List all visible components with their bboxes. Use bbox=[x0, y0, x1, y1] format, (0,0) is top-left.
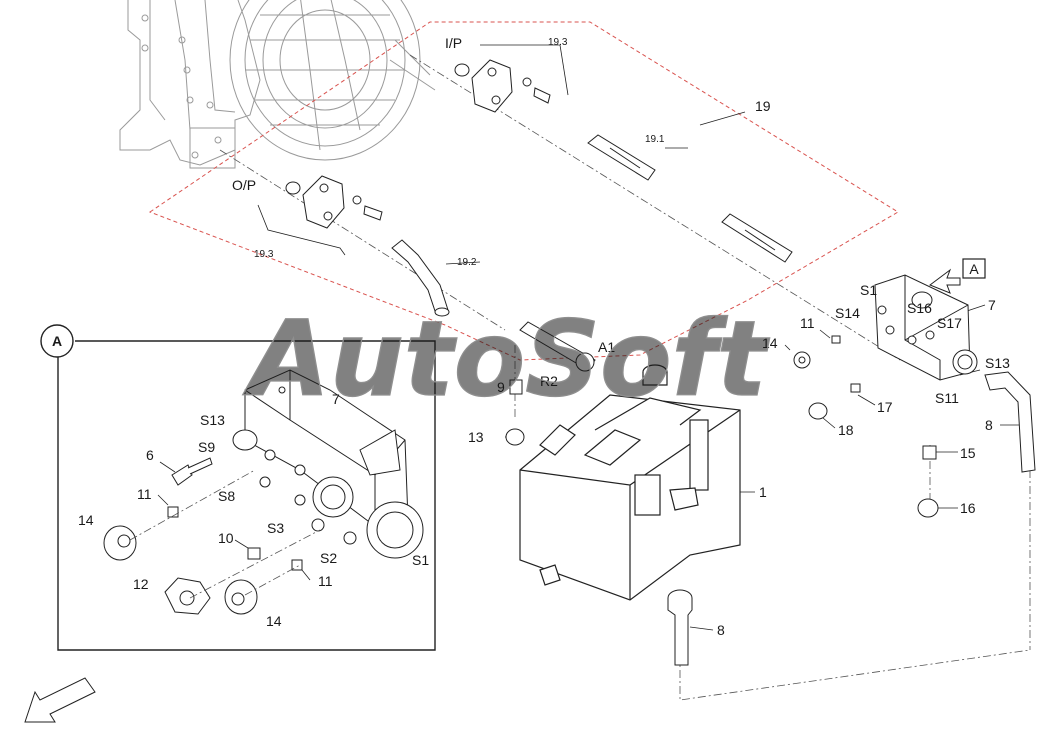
detail-label-s2: S2 bbox=[320, 550, 337, 566]
detail-label-11b: 11 bbox=[318, 573, 333, 589]
label-15-right: 15 bbox=[960, 445, 976, 461]
detail-view-a: A bbox=[40, 324, 436, 651]
view-a-box: A bbox=[962, 258, 986, 279]
plug-10 bbox=[247, 547, 261, 560]
plug-11-detail-a bbox=[167, 506, 179, 518]
part-labels: I/P O/P 19 19.1 19.2 19.3 19.3 A1 R2 9 1… bbox=[78, 35, 1010, 638]
label-19-1: 19.1 bbox=[645, 134, 665, 145]
pipe-a1 bbox=[519, 321, 596, 372]
detail-leader-lines bbox=[157, 461, 311, 581]
pipe-19-2 bbox=[391, 239, 450, 317]
label-13: 13 bbox=[468, 429, 484, 445]
detail-label-10: 10 bbox=[218, 530, 234, 546]
label-19-3-bottom: 19.3 bbox=[254, 249, 274, 260]
label-19-2: 19.2 bbox=[457, 257, 477, 268]
nut-14-detail-a bbox=[103, 525, 137, 561]
label-17-right: 17 bbox=[877, 399, 893, 415]
direction-arrow bbox=[24, 677, 96, 723]
valve-block-detail bbox=[232, 369, 424, 559]
detail-label-14a: 14 bbox=[78, 512, 94, 528]
detail-callout-a: A bbox=[52, 333, 62, 349]
hydraulic-tank bbox=[519, 364, 741, 601]
detail-label-s9: S9 bbox=[198, 439, 215, 455]
valve-block-right bbox=[874, 274, 978, 381]
label-7-right: 7 bbox=[988, 297, 996, 313]
label-a1: A1 bbox=[598, 339, 615, 355]
label-8-right: 8 bbox=[985, 417, 993, 433]
flange-top bbox=[454, 59, 551, 113]
detail-label-s13: S13 bbox=[200, 412, 225, 428]
view-a-arrow bbox=[928, 268, 961, 294]
plug-17 bbox=[850, 383, 861, 393]
plug-11-detail-b bbox=[291, 559, 303, 571]
label-8-bottom: 8 bbox=[717, 622, 725, 638]
detail-label-6: 6 bbox=[146, 447, 154, 463]
label-19: 19 bbox=[755, 98, 771, 114]
watermark: AutoSoft bbox=[242, 298, 769, 420]
fitting-15 bbox=[922, 445, 937, 460]
detail-label-12: 12 bbox=[133, 576, 149, 592]
label-s1-right: S1 bbox=[860, 282, 877, 298]
nut-14-detail-b bbox=[224, 579, 258, 615]
label-s11-right: S11 bbox=[935, 390, 959, 406]
bolt-6 bbox=[171, 457, 213, 486]
assembly-19-group-outline bbox=[148, 21, 899, 361]
part-9 bbox=[509, 379, 523, 395]
detail-label-7: 7 bbox=[332, 391, 340, 407]
label-16-right: 16 bbox=[960, 500, 976, 516]
detail-label-s1: S1 bbox=[412, 552, 429, 568]
label-9: 9 bbox=[497, 379, 505, 395]
hose-8-right bbox=[984, 371, 1036, 473]
label-i-p: I/P bbox=[445, 35, 462, 51]
detail-label-s3: S3 bbox=[267, 520, 284, 536]
label-1: 1 bbox=[759, 484, 767, 500]
cap-18 bbox=[808, 402, 828, 420]
background-frame-fan bbox=[119, 0, 436, 169]
label-14-right: 14 bbox=[762, 335, 778, 351]
label-s14-right: S14 bbox=[835, 305, 860, 321]
view-a-box-label: A bbox=[969, 261, 979, 277]
detail-label-s8: S8 bbox=[218, 488, 235, 504]
detail-label-14b: 14 bbox=[266, 613, 282, 629]
pipe-long bbox=[721, 213, 793, 263]
plug-11-right bbox=[831, 335, 841, 344]
nut-12 bbox=[164, 577, 211, 615]
cap-16 bbox=[917, 498, 939, 518]
nut-14-right bbox=[793, 351, 811, 369]
part-13 bbox=[505, 428, 525, 446]
label-s17-right: S17 bbox=[937, 315, 962, 331]
pipe-19-1 bbox=[587, 134, 656, 181]
label-s16-right: S16 bbox=[907, 300, 932, 316]
flange-bottom bbox=[285, 175, 383, 229]
label-s13-right: S13 bbox=[985, 355, 1010, 371]
label-o-p: O/P bbox=[232, 177, 256, 193]
label-19-3-top: 19.3 bbox=[548, 37, 568, 48]
hose-8-bottom bbox=[667, 589, 693, 666]
detail-label-11a: 11 bbox=[137, 486, 152, 502]
detail-center-lines bbox=[129, 469, 321, 599]
label-r2: R2 bbox=[540, 373, 558, 389]
label-18-right: 18 bbox=[838, 422, 854, 438]
label-11-right: 11 bbox=[800, 315, 815, 331]
